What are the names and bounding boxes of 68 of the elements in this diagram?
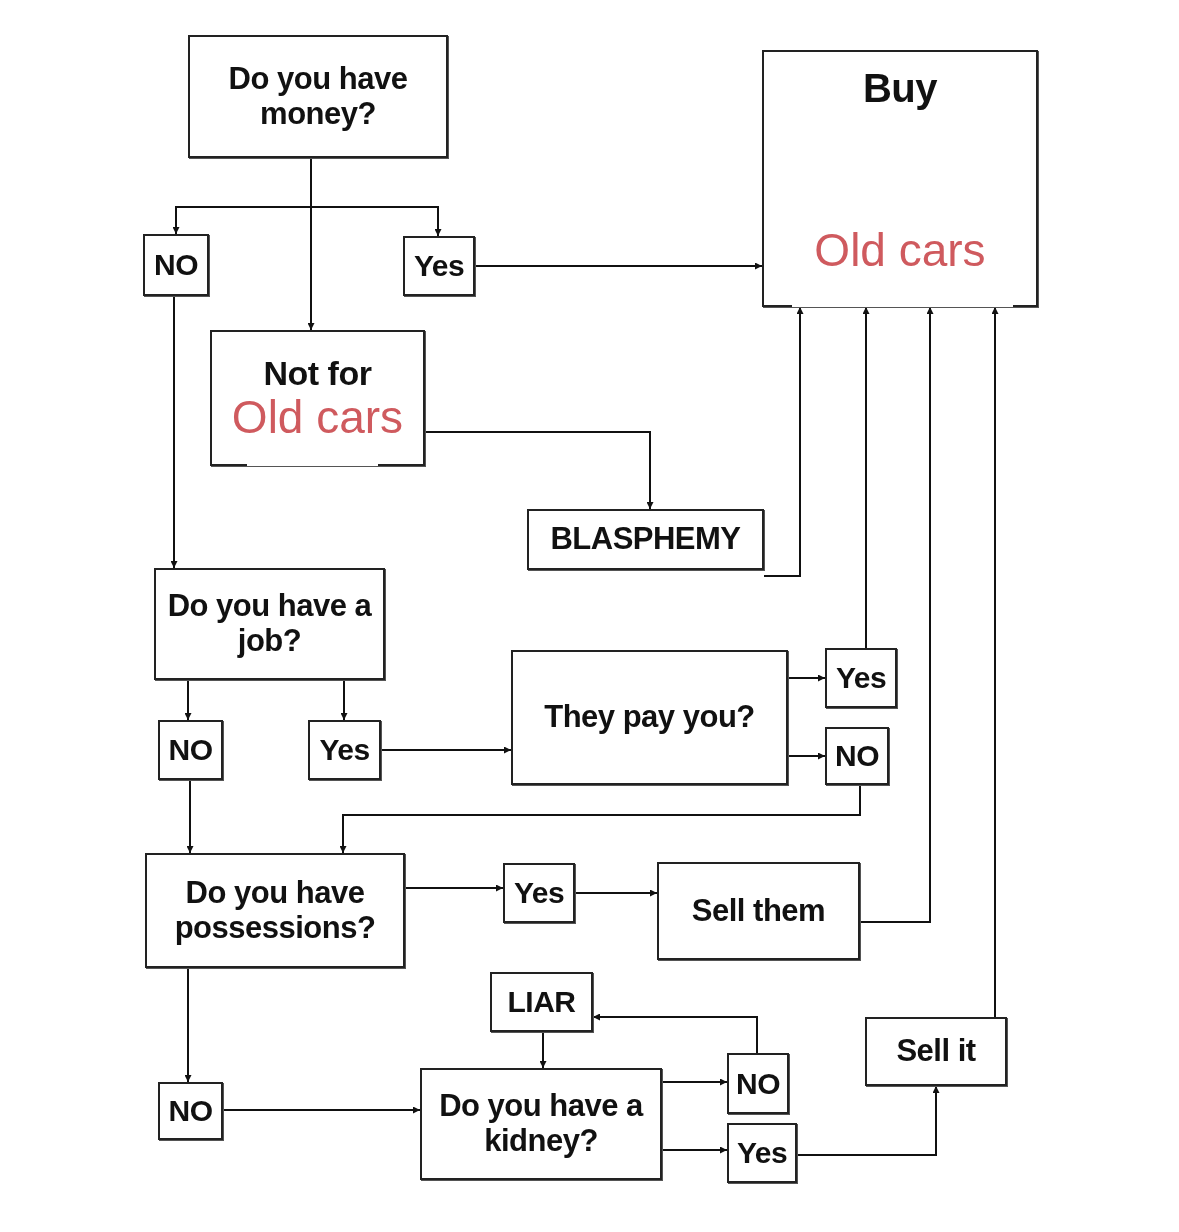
arrow — [592, 1013, 758, 1054]
box-text: Yes — [319, 733, 370, 767]
arrow — [796, 1085, 940, 1156]
arrow — [184, 967, 192, 1083]
arrow — [339, 784, 861, 854]
box-text: Do you have a job? — [166, 589, 373, 659]
box-text: NO — [154, 248, 198, 282]
box-text: BLASPHEMY — [550, 522, 741, 557]
flow-box — [403, 236, 475, 296]
arrow — [380, 746, 512, 754]
box-text: NO — [168, 1094, 213, 1128]
arrow — [222, 1106, 421, 1114]
arrow — [186, 779, 194, 854]
highlight-text: Old cars — [814, 225, 986, 277]
flow-box — [210, 330, 425, 466]
flow-box — [727, 1123, 797, 1183]
flow-box — [420, 1068, 662, 1180]
flow-box — [527, 509, 764, 570]
flow-box — [143, 234, 209, 296]
arrow — [763, 306, 804, 577]
box-text: Not for — [263, 354, 372, 393]
flow-box — [511, 650, 788, 785]
box-text: Sell it — [896, 1034, 976, 1069]
arrow — [404, 884, 504, 892]
flow-box — [762, 50, 1038, 307]
flow-box — [490, 972, 593, 1032]
flow-box — [158, 1082, 223, 1140]
flow-box — [158, 720, 223, 780]
flow-box — [154, 568, 385, 680]
flow-box — [503, 863, 575, 923]
arrow — [661, 1146, 728, 1154]
box-text: NO — [835, 739, 879, 773]
arrow — [787, 752, 826, 760]
box-text: Yes — [736, 1136, 788, 1170]
box-text: NO — [736, 1066, 780, 1101]
box-text: Do you have a kidney? — [438, 1089, 645, 1159]
box-text: Buy — [862, 66, 938, 111]
arrow — [859, 306, 934, 923]
box-text: LIAR — [507, 985, 576, 1019]
arrow — [170, 295, 178, 569]
arrow — [307, 157, 315, 331]
arrow — [340, 679, 348, 721]
box-text: Yes — [413, 249, 465, 283]
flow-box — [825, 727, 889, 785]
box-text: Do you have possessions? — [173, 875, 377, 946]
arrow — [991, 306, 999, 1018]
arrow — [474, 262, 763, 270]
flow-box — [727, 1053, 789, 1114]
arrow — [574, 889, 658, 897]
box-text: NO — [168, 733, 213, 767]
box-text: Do you have money? — [227, 61, 409, 132]
flow-box — [825, 648, 897, 708]
flow-box — [308, 720, 381, 780]
box-text: Yes — [835, 661, 887, 695]
flow-box — [657, 862, 860, 960]
arrow — [787, 674, 826, 682]
box-text: Yes — [513, 876, 565, 910]
flow-box — [145, 853, 405, 968]
highlight-text: Old cars — [231, 392, 404, 444]
flow-box — [188, 35, 448, 158]
arrow — [539, 1031, 547, 1069]
box-text: Sell them — [691, 893, 826, 929]
arrow — [862, 306, 870, 649]
arrow — [424, 431, 654, 510]
arrow — [661, 1078, 728, 1086]
box-text: They pay you? — [544, 700, 755, 735]
arrow — [184, 679, 192, 721]
flow-box — [865, 1017, 1007, 1086]
